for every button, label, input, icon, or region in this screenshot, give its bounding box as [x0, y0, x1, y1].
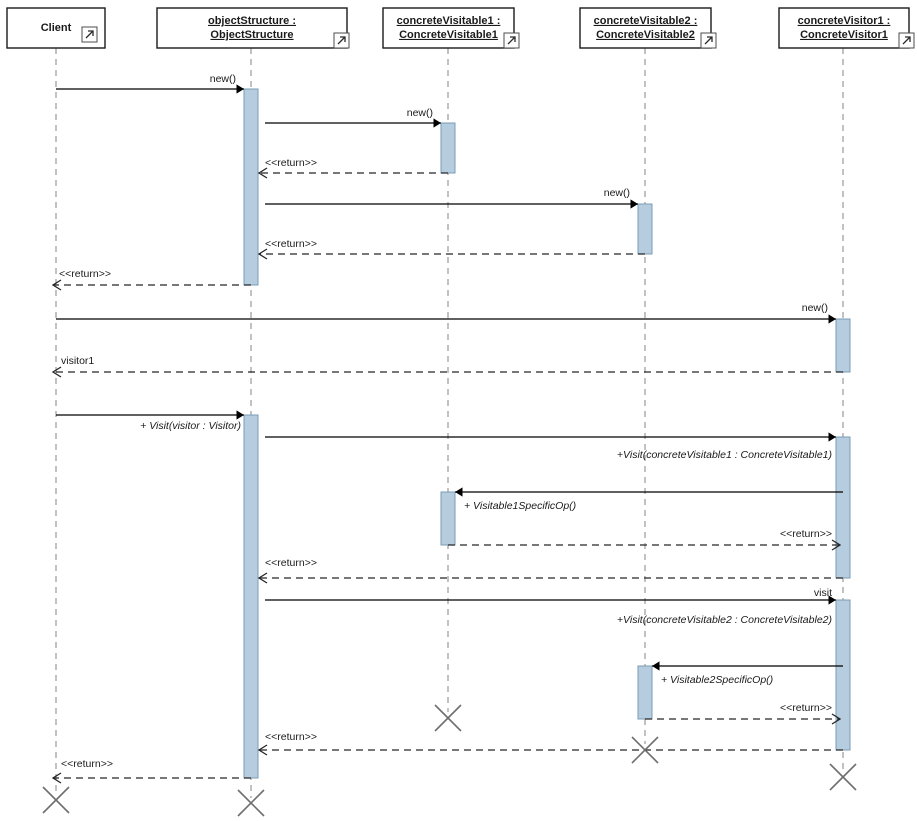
message-return-visit1-label: <<return>> — [265, 557, 317, 569]
message-visitable1specificop-label: + Visitable1SpecificOp() — [464, 500, 576, 512]
message-return-visitable1specificop-arrowhead — [831, 539, 842, 551]
message-visit-objectstructure[interactable]: + Visit(visitor : Visitor) — [56, 410, 244, 432]
open-link-icon[interactable] — [333, 32, 350, 49]
concretevisitor1-lifeline-title-line-0: concreteVisitor1 : — [798, 15, 891, 27]
message-new-concretevisitable1[interactable]: new() — [265, 107, 441, 128]
message-return-objectstructure-final-label: <<return>> — [61, 758, 113, 770]
message-return-visitor1-label: visitor1 — [61, 355, 94, 367]
activation-concretevisitor1-visit1[interactable] — [835, 436, 851, 579]
concretevisitable1-lifeline-title-line-0: concreteVisitable1 : — [397, 15, 501, 27]
objectstructure-lifeline-header-box — [156, 7, 348, 49]
activation-concretevisitable2-specificop[interactable] — [637, 665, 653, 720]
message-return-objectstructure-final[interactable]: <<return>> — [51, 758, 251, 784]
message-return-objectstructure-final-arrowhead — [51, 772, 62, 784]
messages-layer: new() new() <<return>> new() <<return>> <<ret… — [51, 73, 843, 784]
message-new-objectstructure-label: new() — [210, 73, 236, 85]
activation-objectstructure-construct[interactable] — [243, 88, 259, 286]
concretevisitable2-lifeline-title-line-1: ConcreteVisitable2 — [596, 29, 695, 41]
concretevisitor1-lifeline-header[interactable]: concreteVisitor1 : ConcreteVisitor1 — [778, 7, 915, 49]
concretevisitable2-lifeline-destruction-x-icon — [631, 736, 659, 764]
message-new-concretevisitable2-arrowhead — [630, 199, 638, 209]
concretevisitable1-lifeline-header[interactable]: concreteVisitable1 : ConcreteVisitable1 — [382, 7, 520, 49]
message-return-visit2-arrowhead — [257, 744, 268, 756]
message-new-concretevisitable2-label: new() — [604, 187, 630, 199]
message-visit-concretevisitable1-arrowhead — [828, 432, 836, 442]
concretevisitor1-lifeline-destruction-x-icon — [829, 763, 857, 791]
message-visit-concretevisitable2-arrowhead — [828, 595, 836, 605]
message-return-concretevisitable1[interactable]: <<return>> — [257, 157, 448, 179]
message-return-concretevisitable2[interactable]: <<return>> — [257, 238, 645, 260]
message-new-concretevisitable2[interactable]: new() — [265, 187, 638, 209]
message-new-concretevisitor1-arrowhead — [828, 314, 836, 324]
message-visit-concretevisitable2[interactable]: +Visit(concreteVisitable2 : ConcreteVisi… — [265, 595, 836, 626]
message-return-visitable1specificop-label: <<return>> — [780, 528, 832, 540]
activation-concretevisitable1-specificop[interactable] — [440, 491, 456, 546]
message-visitable1specificop[interactable]: + Visitable1SpecificOp() — [455, 487, 843, 512]
concretevisitable1-lifeline-destruction-x-icon — [434, 704, 462, 732]
open-link-icon[interactable] — [503, 32, 520, 49]
lifeline-headers-layer: Client objectStructure : ObjectStructure co… — [6, 7, 915, 49]
message-new-concretevisitor1[interactable]: new() — [56, 302, 836, 324]
activation-concretevisitable2-construct[interactable] — [637, 203, 653, 255]
message-return-visit2-label: <<return>> — [265, 731, 317, 743]
concretevisitor1-lifeline-title-line-1: ConcreteVisitor1 — [800, 29, 888, 41]
concretevisitable2-lifeline-title-line-0: concreteVisitable2 : — [594, 15, 698, 27]
message-return-visitable2specificop[interactable]: <<return>> — [645, 702, 842, 725]
destruction-markers-layer — [42, 704, 857, 817]
message-new-concretevisitor1-label: new() — [802, 302, 828, 314]
message-new-objectstructure[interactable]: new() — [56, 73, 244, 94]
activation-concretevisitor1-visit2[interactable] — [835, 599, 851, 751]
message-return-visit1-arrowhead — [257, 572, 268, 584]
message-new-concretevisitable1-arrowhead — [433, 118, 441, 128]
message-visit-concretevisitable1-label: +Visit(concreteVisitable1 : ConcreteVisi… — [617, 449, 832, 461]
client-lifeline-title-line-0: Client — [41, 22, 72, 34]
concretevisitable1-lifeline-header-box — [382, 7, 515, 49]
message-visitable1specificop-arrowhead — [455, 487, 463, 497]
message-visitable2specificop-label: + Visitable2SpecificOp() — [661, 674, 773, 686]
message-return-visitor1[interactable]: visitor1 — [51, 355, 843, 378]
objectstructure-lifeline-title-line-0: objectStructure : — [208, 15, 296, 27]
message-return-objectstructure-label: <<return>> — [59, 268, 111, 280]
visit-annotation: visit — [814, 587, 832, 599]
message-return-visitable2specificop-label: <<return>> — [780, 702, 832, 714]
objectstructure-lifeline-title-line-1: ObjectStructure — [210, 29, 293, 41]
message-return-concretevisitable1-arrowhead — [257, 167, 268, 179]
message-return-visitor1-arrowhead — [51, 366, 62, 378]
message-return-visit1[interactable]: <<return>> — [257, 557, 843, 584]
message-return-visitable2specificop-arrowhead — [831, 713, 842, 725]
activation-concretevisitable1-construct[interactable] — [440, 122, 456, 174]
message-return-objectstructure[interactable]: <<return>> — [51, 268, 251, 291]
message-return-concretevisitable1-label: <<return>> — [265, 157, 317, 169]
message-new-concretevisitable1-label: new() — [407, 107, 433, 119]
client-lifeline-destruction-x-icon — [42, 786, 70, 814]
objectstructure-lifeline-destruction-x-icon — [237, 789, 265, 817]
concretevisitable1-lifeline-title-line-1: ConcreteVisitable1 — [399, 29, 498, 41]
message-return-concretevisitable2-arrowhead — [257, 248, 268, 260]
message-visit-concretevisitable2-label: +Visit(concreteVisitable2 : ConcreteVisi… — [617, 614, 832, 626]
concretevisitable2-lifeline-header-box — [579, 7, 712, 49]
message-visitable2specificop[interactable]: + Visitable2SpecificOp() — [652, 661, 843, 686]
activation-objectstructure-visit[interactable] — [243, 414, 259, 779]
message-visit-objectstructure-label: + Visit(visitor : Visitor) — [140, 420, 241, 432]
message-return-visitable1specificop[interactable]: <<return>> — [448, 528, 842, 551]
open-link-icon[interactable] — [898, 32, 915, 49]
message-visitable2specificop-arrowhead — [652, 661, 660, 671]
message-return-objectstructure-arrowhead — [51, 279, 62, 291]
concretevisitor1-lifeline-header-box — [778, 7, 910, 49]
message-return-visit2[interactable]: <<return>> — [257, 731, 843, 756]
open-link-icon[interactable] — [81, 26, 98, 43]
message-visit-objectstructure-arrowhead — [236, 410, 244, 420]
activation-concretevisitor1-construct[interactable] — [835, 318, 851, 373]
client-lifeline-header[interactable]: Client — [6, 7, 106, 49]
objectstructure-lifeline-header[interactable]: objectStructure : ObjectStructure — [156, 7, 350, 49]
message-visit-concretevisitable1[interactable]: +Visit(concreteVisitable1 : ConcreteVisi… — [265, 432, 836, 461]
message-return-concretevisitable2-label: <<return>> — [265, 238, 317, 250]
extra-labels-layer: visit — [814, 587, 832, 599]
message-new-objectstructure-arrowhead — [236, 84, 244, 94]
concretevisitable2-lifeline-header[interactable]: concreteVisitable2 : ConcreteVisitable2 — [579, 7, 717, 49]
open-link-icon[interactable] — [700, 32, 717, 49]
